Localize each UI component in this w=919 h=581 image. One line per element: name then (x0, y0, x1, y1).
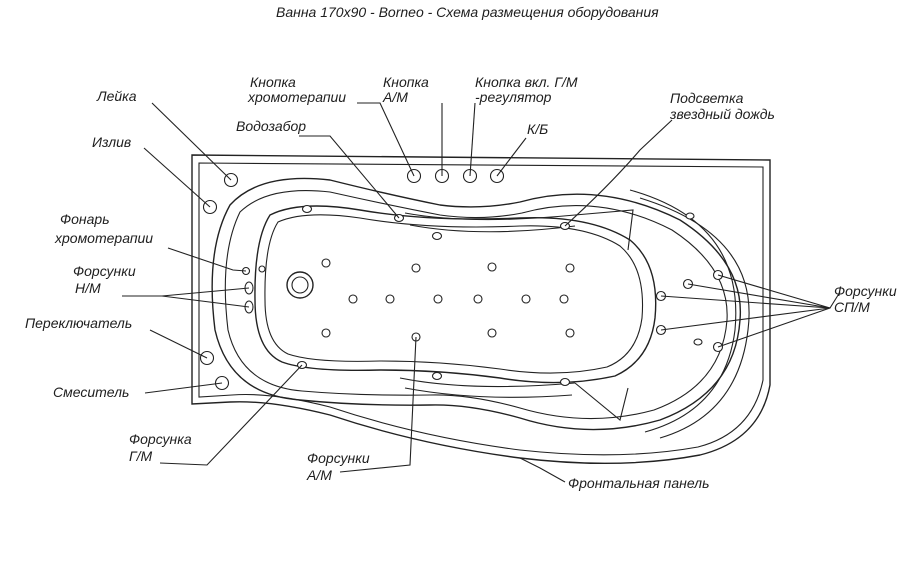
air-jet (487, 328, 497, 338)
basin-ledge-line (224, 190, 728, 420)
air-jet (321, 258, 331, 268)
label-air-jets-2: А/М (306, 467, 332, 483)
drain-outer (286, 271, 314, 299)
air-jet (385, 294, 395, 304)
ledge-jet (685, 212, 695, 220)
air-jet (487, 262, 497, 272)
label-switch: Переключатель (25, 315, 132, 331)
headrest-lower-1 (399, 377, 576, 388)
label-hydro-button-1: Кнопка вкл. Г/М (475, 74, 578, 90)
chromotherapy-lamp-2 (258, 265, 266, 273)
label-starry-light-2: звездный дождь (669, 106, 775, 122)
label-mixer: Смеситель (53, 384, 129, 400)
label-hydro-jet-gm-2: Г/М (129, 448, 153, 464)
label-chromo-button-1: Кнопка (250, 74, 296, 90)
label-chromo-button-2: хромотерапии (247, 89, 346, 105)
ledge-jet (301, 204, 313, 214)
ledge-jet (559, 377, 571, 387)
drain-inner (291, 276, 309, 294)
tub-outer-rim (191, 154, 771, 465)
ledge-jet (431, 371, 443, 381)
label-hydro-button-2: -регулятор (475, 89, 552, 105)
bath-bowl-inner (264, 214, 644, 374)
air-jet (321, 328, 331, 338)
bath-bowl-outer (254, 205, 657, 384)
label-side-jets-1: Форсунки (834, 283, 897, 299)
diagram-title: Ванна 170х90 - Borneo - Схема размещения… (276, 4, 659, 20)
headrest-upper-1 (404, 212, 576, 221)
air-jet (433, 294, 443, 304)
label-spout: Излив (92, 134, 131, 150)
ledge-jet (431, 231, 443, 241)
label-starry-light-1: Подсветка (670, 90, 744, 106)
label-kb: К/Б (527, 121, 548, 137)
label-side-jets-2: СП/М (834, 299, 870, 315)
label-air-button-1: Кнопка (383, 74, 429, 90)
label-front-panel: Фронтальная панель (568, 475, 709, 491)
air-jet (348, 294, 358, 304)
label-hydro-jets-nm-2: Н/М (75, 280, 101, 296)
label-hydro-jet-gm-1: Форсунка (129, 431, 192, 447)
label-chromotherapy-lamp-2: хромотерапии (54, 230, 153, 246)
seat-corner-2 (574, 382, 629, 421)
seat-corner-1 (574, 209, 634, 251)
air-jet (565, 263, 575, 273)
label-chromotherapy-lamp-1: Фонарь (60, 211, 110, 227)
label-air-button-2: А/М (382, 89, 408, 105)
air-jet (565, 328, 575, 338)
label-air-jets-1: Форсунки (307, 450, 370, 466)
air-jet (521, 294, 531, 304)
air-jet (559, 294, 569, 304)
ledge-jet (693, 338, 703, 346)
label-shower-head: Лейка (96, 88, 137, 104)
air-jet (473, 294, 483, 304)
headrest-upper-2 (409, 224, 576, 233)
label-water-intake: Водозабор (236, 118, 306, 134)
basin-outer-edge (211, 177, 742, 431)
air-jet (411, 263, 421, 273)
headrest-lower-2 (404, 387, 573, 398)
label-hydro-jets-nm-1: Форсунки (73, 263, 136, 279)
leader-lines (122, 102, 841, 483)
